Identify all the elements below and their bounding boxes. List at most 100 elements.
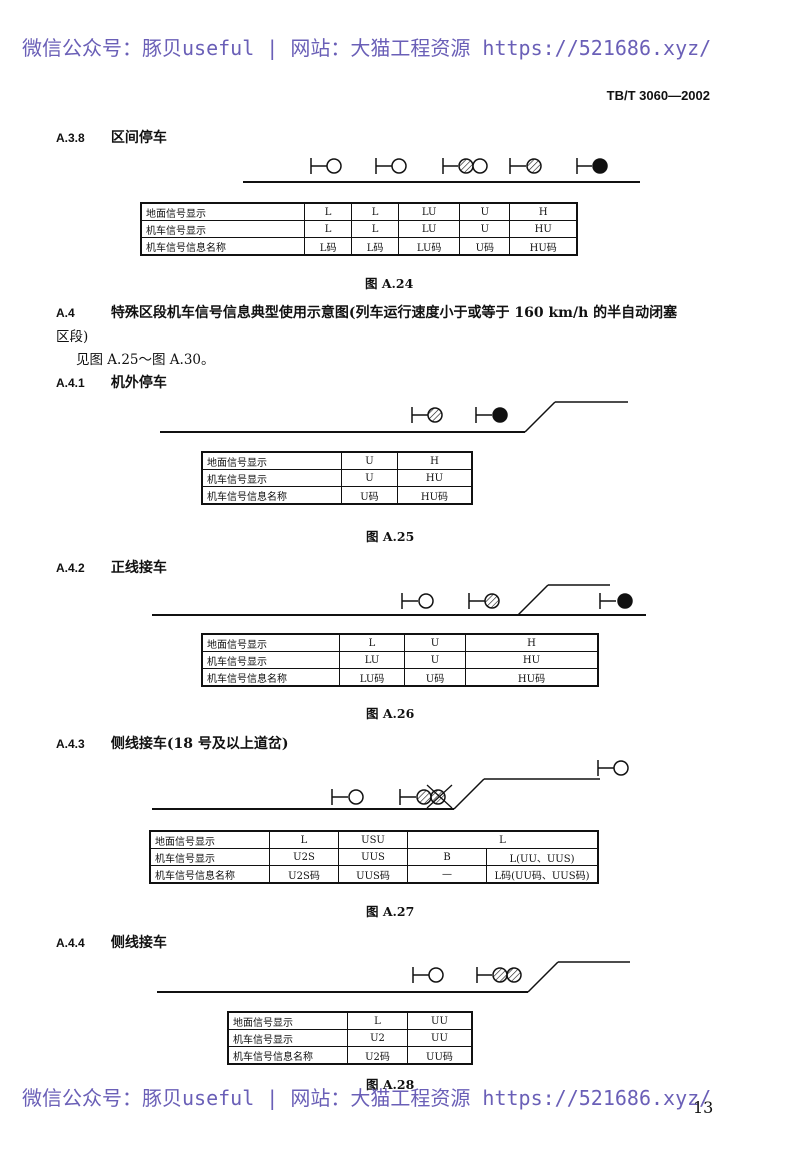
signal-lamp-crossed-icon (399, 784, 453, 809)
table-row: 地面信号显示 L USU L (149, 830, 599, 849)
table-cell: H (465, 633, 599, 652)
section-title: 区间停车 (110, 130, 167, 146)
signal-lamp-double-hatched-icon (476, 967, 522, 983)
table-cell: L (407, 830, 599, 849)
figure-caption: 图 A.24 (365, 276, 414, 291)
section-a43-heading: A.4.3 侧线接车(18 号及以上道岔) (56, 733, 288, 753)
section-a42-heading: A.4.2 正线接车 (56, 557, 167, 577)
table-cell: U (341, 451, 398, 470)
section-title-continuation: 区段) (56, 329, 89, 345)
table-cell: HU码 (509, 237, 578, 256)
signal-lamp-double-icon (442, 158, 488, 174)
table-cell: UU码 (406, 1046, 473, 1065)
table-row: 机车信号信息名称 LU码 U码 HU码 (201, 668, 599, 687)
table-cell: U码 (459, 237, 511, 256)
row-label: 地面信号显示 (201, 451, 342, 470)
section-number: A.4.4 (56, 936, 85, 950)
table-cell: LU (339, 651, 405, 669)
row-label: 机车信号信息名称 (149, 865, 270, 884)
section-number: A.4 (56, 306, 75, 320)
signal-lamp-icon (597, 760, 629, 776)
signal-diagram-a27 (152, 760, 629, 810)
signal-table-a26: 地面信号显示 L U H 机车信号显示 LU U HU 机车信号信息名称 LU码… (201, 633, 599, 687)
watermark-bottom: 微信公众号：豚贝useful | 网站：大猫工程资源 https://52168… (22, 1086, 712, 1110)
section-number: A.3.8 (56, 131, 85, 145)
table-cell: H (396, 451, 473, 470)
table-cell: HU (396, 469, 473, 487)
section-title: 机外停车 (110, 375, 167, 391)
figure-caption: 图 A.25 (366, 529, 415, 544)
table-row: 地面信号显示 U H (201, 451, 473, 470)
row-label: 机车信号显示 (201, 469, 342, 487)
signal-lamp-icon (331, 789, 364, 805)
section-a4-heading: A.4 特殊区段机车信号信息典型使用示意图(列车运行速度小于或等于 160 km… (56, 302, 677, 322)
signal-lamp-hatched-icon (468, 593, 500, 609)
section-title: 特殊区段机车信号信息典型使用示意图(列车运行速度小于或等于 160 km/h 的… (110, 305, 678, 321)
table-cell: L码(UU码、UUS码) (486, 865, 599, 884)
table-cell: UU (406, 1029, 473, 1047)
row-label: 地面信号显示 (227, 1011, 348, 1030)
table-row: 机车信号信息名称 U2S码 UUS码 — L码(UU码、UUS码) (149, 865, 599, 884)
table-cell: HU码 (396, 486, 473, 505)
table-row: 地面信号显示 L UU (227, 1011, 473, 1030)
table-cell: — (407, 865, 487, 884)
page-number: 13 (693, 1098, 714, 1117)
table-cell: H (509, 202, 578, 221)
table-cell: L (304, 220, 353, 238)
signal-lamp-hatched-icon (509, 158, 542, 174)
signal-diagram-a24 (243, 158, 640, 183)
table-row: 地面信号显示 L U H (201, 633, 599, 652)
section-number: A.4.3 (56, 737, 85, 751)
table-cell: U (459, 202, 511, 221)
signal-diagram-a25 (160, 401, 628, 433)
row-label: 机车信号显示 (140, 220, 306, 238)
signal-table-a24: 地面信号显示 L L LU U H 机车信号显示 L L LU U HU 机车信… (140, 202, 578, 256)
table-cell: HU码 (465, 668, 599, 687)
section-title: 侧线接车(18 号及以上道岔) (110, 736, 289, 752)
table-row: 机车信号信息名称 U码 HU码 (201, 486, 473, 505)
section-a41-heading: A.4.1 机外停车 (56, 372, 167, 392)
row-label: 机车信号信息名称 (201, 668, 340, 687)
table-cell: U (341, 469, 398, 487)
section-number: A.4.2 (56, 561, 85, 575)
signal-diagram-a28 (157, 961, 630, 993)
table-row: 机车信号显示 L L LU U HU (140, 220, 578, 238)
signal-lamp-icon (375, 158, 407, 174)
row-label: 机车信号显示 (227, 1029, 348, 1047)
table-cell: U2 (347, 1029, 408, 1047)
signal-lamp-icon (310, 158, 342, 174)
signal-lamp-red-icon (576, 158, 608, 174)
table-cell: U (459, 220, 511, 238)
row-label: 地面信号显示 (140, 202, 306, 221)
signal-table-a28: 地面信号显示 L UU 机车信号显示 U2 UU 机车信号信息名称 U2码 UU… (227, 1011, 473, 1065)
standard-code: TB/T 3060—2002 (606, 88, 710, 103)
table-row: 机车信号信息名称 U2码 UU码 (227, 1046, 473, 1065)
row-label: 机车信号显示 (149, 848, 270, 866)
section-a38-heading: A.3.8 区间停车 (56, 127, 167, 147)
table-cell: L(UU、UUS) (486, 848, 599, 866)
table-cell: L (351, 220, 399, 238)
table-row: 机车信号显示 U HU (201, 469, 473, 487)
row-label: 机车信号信息名称 (140, 237, 306, 256)
table-row: 机车信号信息名称 L码 L码 LU码 U码 HU码 (140, 237, 578, 256)
table-cell: U码 (404, 668, 466, 687)
section-a44-heading: A.4.4 侧线接车 (56, 932, 167, 952)
signal-table-a27: 地面信号显示 L USU L 机车信号显示 U2S UUS B L(UU、UUS… (149, 830, 599, 884)
section-title: 正线接车 (110, 560, 167, 576)
table-cell: LU (397, 220, 461, 238)
table-cell: L (339, 633, 405, 652)
figure-caption: 图 A.28 (366, 1077, 415, 1092)
table-cell: L (351, 202, 399, 221)
table-cell: HU (465, 651, 599, 669)
table-row: 机车信号显示 U2 UU (227, 1029, 473, 1047)
table-cell: LU (397, 202, 461, 221)
signal-lamp-hatched-icon (411, 407, 443, 423)
table-cell: UU (406, 1011, 473, 1030)
table-cell: HU (509, 220, 578, 238)
table-cell: U (404, 633, 466, 652)
table-row: 机车信号显示 U2S UUS B L(UU、UUS) (149, 848, 599, 866)
table-cell: U2码 (347, 1046, 408, 1065)
table-cell: LU码 (397, 237, 461, 256)
row-label: 地面信号显示 (149, 830, 270, 849)
watermark-top: 微信公众号：豚贝useful | 网站：大猫工程资源 https://52168… (22, 36, 712, 60)
